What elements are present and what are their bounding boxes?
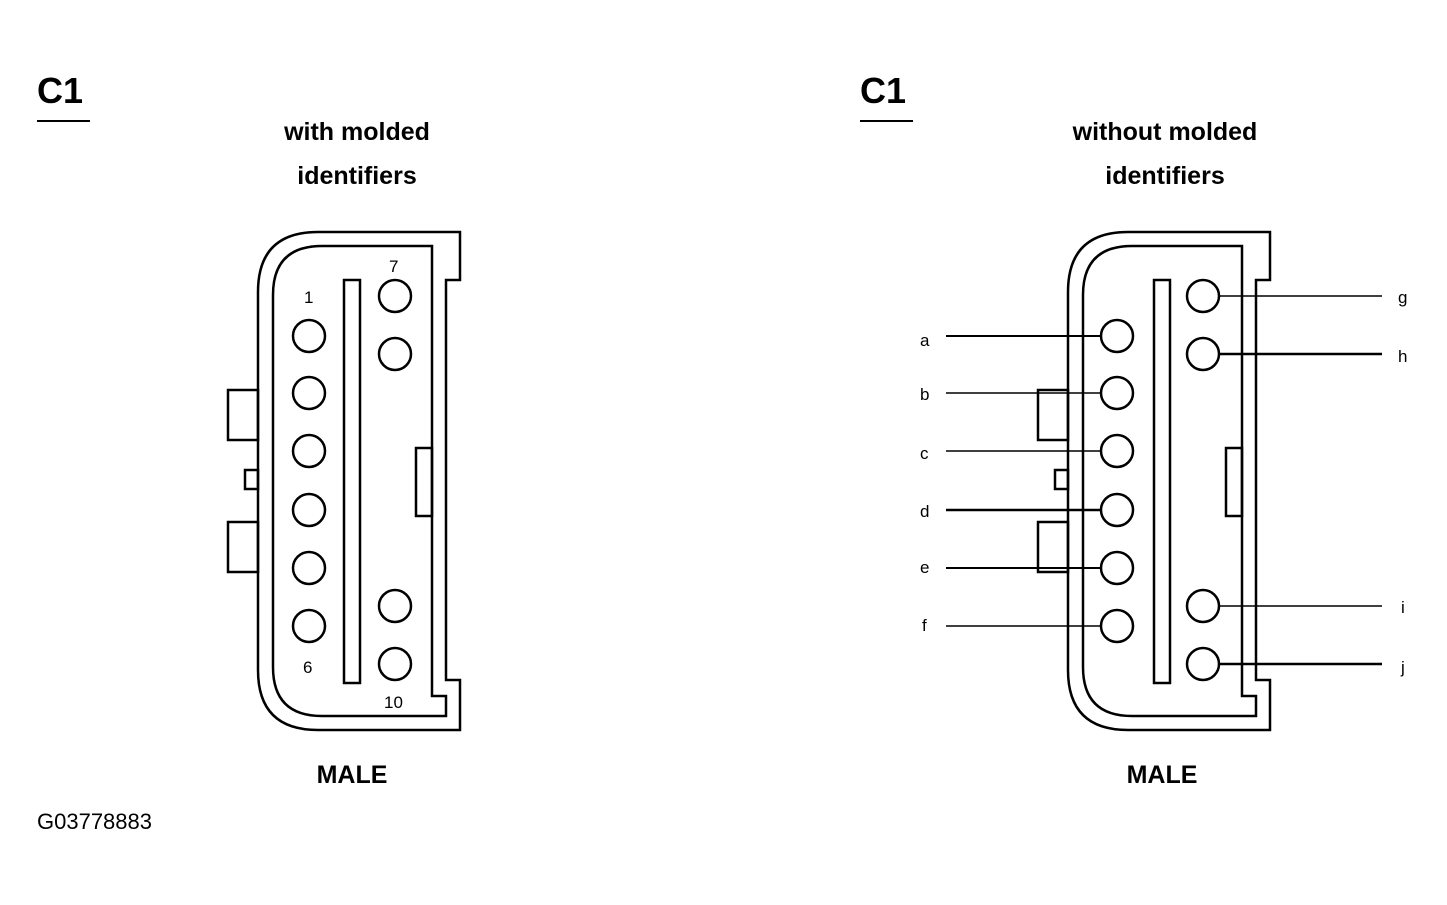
right-pin-a <box>1099 318 1135 354</box>
left-pin-6 <box>291 608 327 644</box>
left-connector-body <box>226 230 462 732</box>
left-pin-row-1 <box>291 318 327 644</box>
right-pin-j <box>1185 646 1221 682</box>
callout-label-c: c <box>920 444 929 463</box>
figure-reference: G03778883 <box>37 809 152 834</box>
left-pin-9 <box>377 588 413 624</box>
callout-label-h: h <box>1398 347 1407 366</box>
right-pin-c <box>1099 433 1135 469</box>
right-pin-d <box>1099 492 1135 528</box>
left-connector-id-underline <box>37 120 90 122</box>
left-pin-10 <box>377 646 413 682</box>
right-pin-h <box>1185 336 1221 372</box>
left-pin-2 <box>291 375 327 411</box>
right-pin-b <box>1099 375 1135 411</box>
right-pin-f <box>1099 608 1135 644</box>
right-caption-line1: without molded <box>1072 118 1258 146</box>
left-pin-label-10: 10 <box>384 693 403 712</box>
left-pin-label-6: 6 <box>303 658 312 677</box>
left-connector-id: C1 <box>37 70 84 111</box>
left-caption-line2: identifiers <box>297 162 417 190</box>
left-pin-label-7: 7 <box>389 257 398 276</box>
callout-label-f: f <box>922 616 927 635</box>
callout-label-a: a <box>920 331 930 350</box>
right-pin-i <box>1185 588 1221 624</box>
left-pin-1 <box>291 318 327 354</box>
left-caption-line1: with molded <box>284 118 430 146</box>
left-pin-label-1: 1 <box>304 288 313 307</box>
right-pin-g <box>1185 278 1221 314</box>
callout-label-j: j <box>1400 658 1405 677</box>
right-callout-lines <box>946 295 1382 666</box>
callout-label-g: g <box>1398 288 1407 307</box>
right-gender-label: MALE <box>1126 761 1198 789</box>
left-pin-4 <box>291 492 327 528</box>
callout-label-b: b <box>920 385 929 404</box>
right-caption-line2: identifiers <box>1105 162 1225 190</box>
right-pin-row-2 <box>1185 278 1221 682</box>
left-pin-5 <box>291 550 327 586</box>
right-pin-e <box>1099 550 1135 586</box>
callout-label-e: e <box>920 558 929 577</box>
right-connector-body <box>1036 230 1272 732</box>
left-gender-label: MALE <box>316 761 388 789</box>
callout-label-i: i <box>1401 598 1405 617</box>
left-pin-7 <box>377 278 413 314</box>
right-connector-id: C1 <box>860 70 907 111</box>
left-pin-3 <box>291 433 327 469</box>
callout-label-d: d <box>920 502 929 521</box>
left-pin-8 <box>377 336 413 372</box>
left-pin-row-2 <box>377 278 413 682</box>
right-connector-id-underline <box>860 120 913 122</box>
right-pin-row-1 <box>1099 318 1135 644</box>
